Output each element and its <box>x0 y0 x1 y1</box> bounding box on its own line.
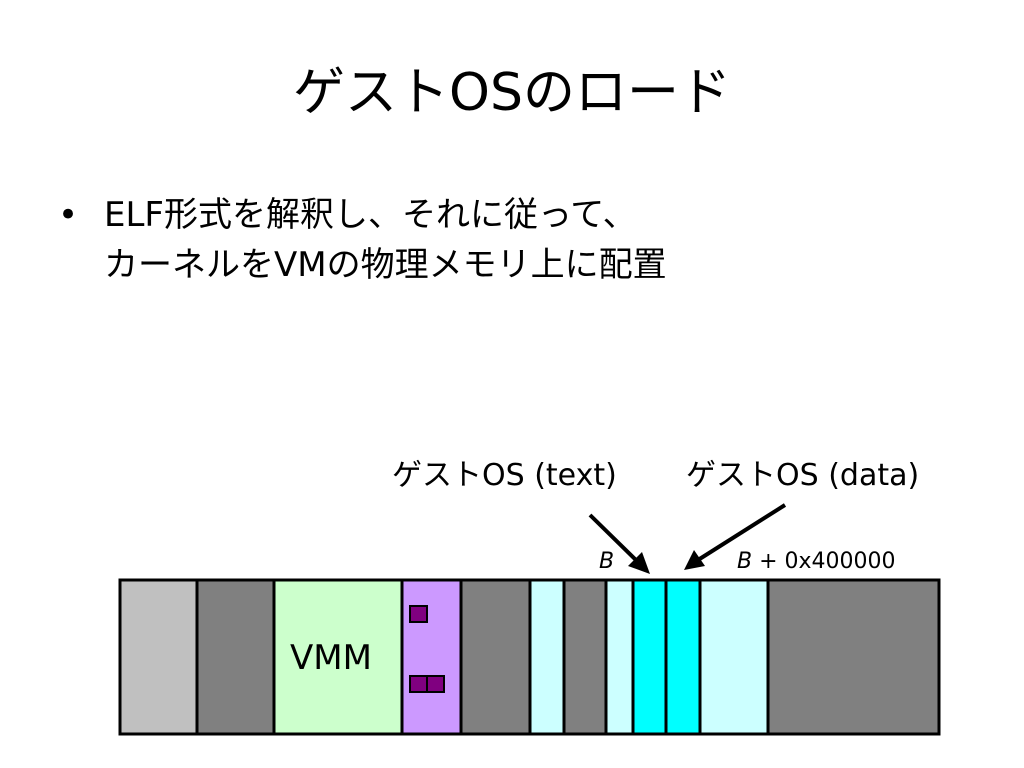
segment-used-3 <box>562 578 608 736</box>
arrow-data-head <box>684 550 705 570</box>
segment-free-3 <box>698 578 770 736</box>
segment-reserved <box>118 578 199 736</box>
segment-free-1 <box>528 578 566 736</box>
segment-vmm <box>272 578 404 736</box>
bullet-item: • ELF形式を解釈し、それに従って、 カーネルをVMの物理メモリ上に配置 <box>58 190 667 290</box>
segment-guest-data <box>664 578 702 736</box>
segment-vmm-data <box>400 578 463 736</box>
segment-used-1 <box>195 578 276 736</box>
base-address-symbol: B <box>599 549 615 574</box>
bullet-list: • ELF形式を解釈し、それに従って、 カーネルをVMの物理メモリ上に配置 <box>58 190 667 290</box>
guest-os-text-label: ゲストOS (text) <box>392 458 617 493</box>
segment-guest-text <box>631 578 668 736</box>
memory-bar <box>118 578 941 736</box>
arrow-text-pointer <box>588 513 650 574</box>
segment-used-4 <box>766 578 941 736</box>
segment-free-2 <box>604 578 635 736</box>
offset-address-value: + 0x400000 <box>759 549 896 574</box>
small-block-2 <box>409 675 428 693</box>
bullet-text: ELF形式を解釈し、それに従って、 カーネルをVMの物理メモリ上に配置 <box>104 190 667 290</box>
base-address-label: B <box>599 549 614 575</box>
arrow-text-line <box>588 513 640 564</box>
slide-title: ゲストOSのロード <box>293 63 731 123</box>
guest-os-data-label: ゲストOS (data) <box>686 458 920 493</box>
segment-used-2 <box>459 578 532 736</box>
offset-address-symbol: B <box>737 549 753 574</box>
small-block-3 <box>426 675 445 693</box>
small-block-1 <box>409 605 428 623</box>
arrow-text-head <box>628 552 650 574</box>
vmm-label: VMM <box>290 638 372 678</box>
offset-address-label: B + 0x400000 <box>737 549 896 575</box>
arrow-data-pointer <box>684 503 787 570</box>
arrow-data-line <box>696 503 787 562</box>
bullet-line-2: カーネルをVMの物理メモリ上に配置 <box>104 245 667 285</box>
bullet-marker: • <box>58 195 79 235</box>
bullet-line-1: ELF形式を解釈し、それに従って、 <box>104 195 637 235</box>
